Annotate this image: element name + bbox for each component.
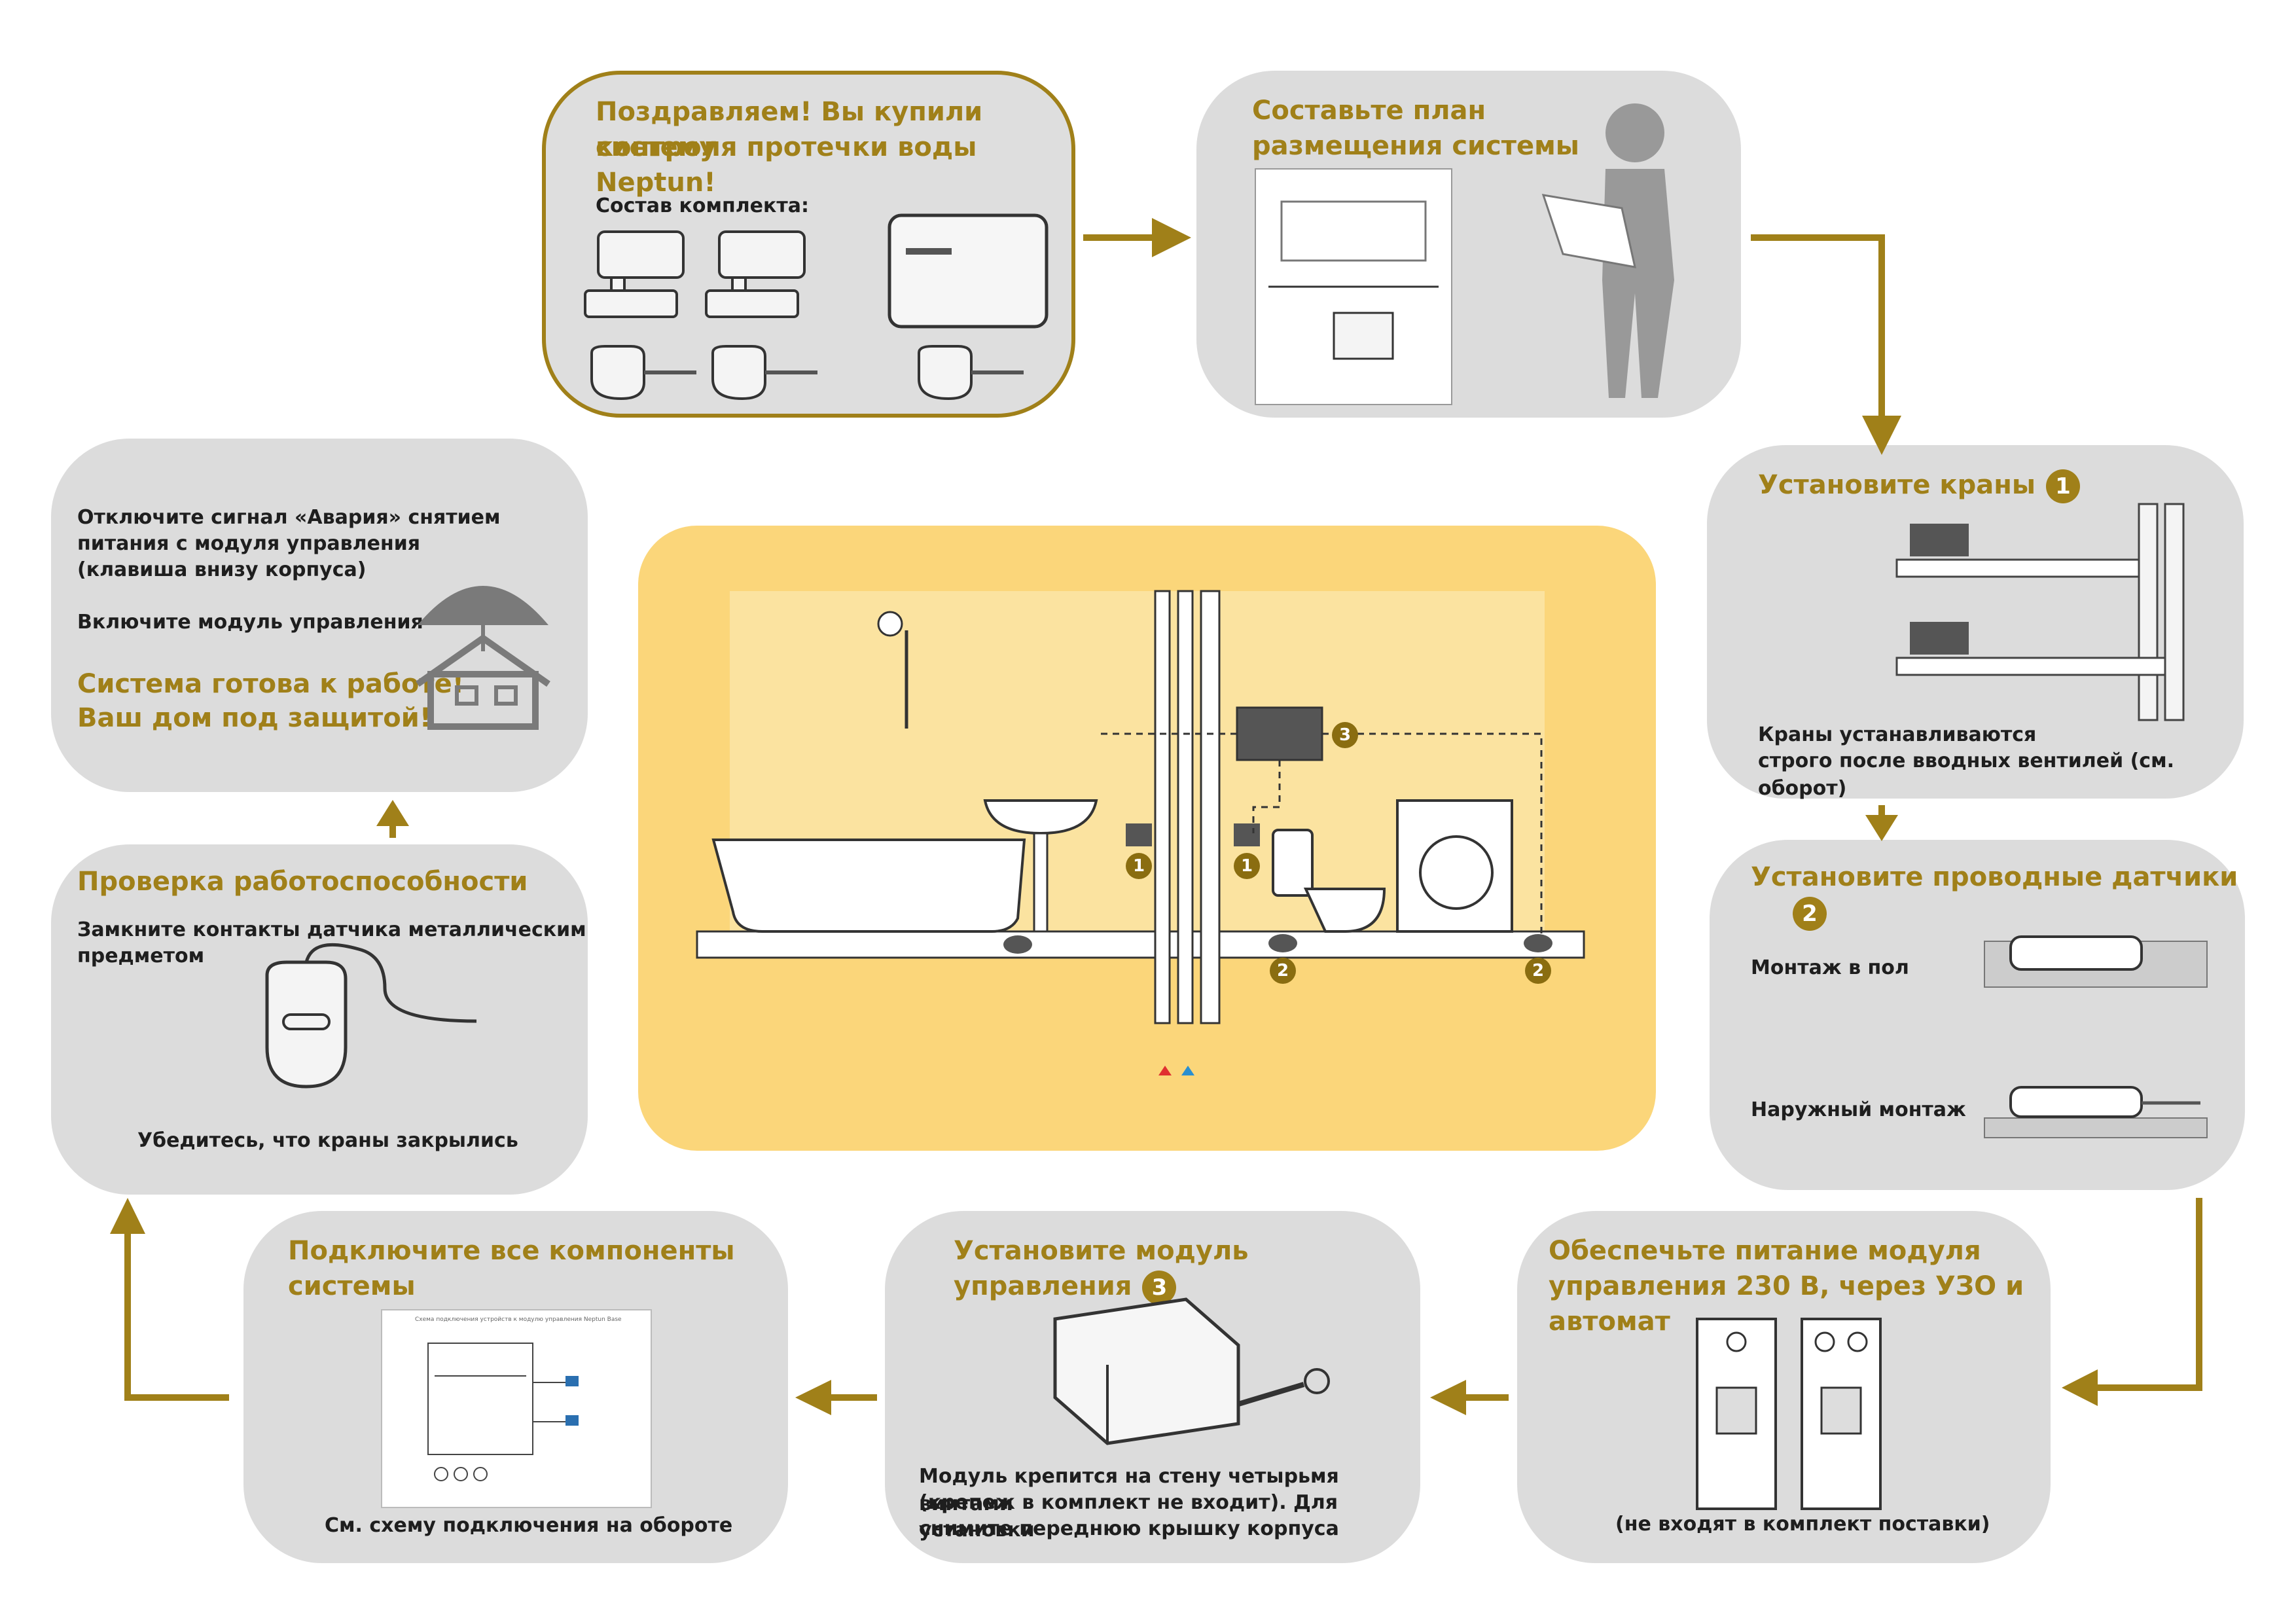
- valve-icon: [705, 230, 806, 318]
- floor-mount-sensor: [1984, 935, 2208, 988]
- power-note: (не входят в комплект поставки): [1615, 1513, 1990, 1536]
- check-text-line1: Замкните контакты датчика металлическим: [77, 918, 586, 941]
- sensors-title-text: Установите проводные датчики: [1751, 862, 2238, 892]
- step-sensors-card: Установите проводные датчики 2 Монтаж в п…: [1710, 840, 2245, 1190]
- scheme-title: Схема подключения устройств к модулю упр…: [415, 1316, 622, 1323]
- ready-text2: Включите модуль управления: [77, 611, 423, 634]
- purchase-title-line1: Поздравляем! Вы купили систему: [596, 97, 983, 162]
- step-check-card: Проверка работоспособности Замкните конт…: [51, 844, 588, 1195]
- valves-title: Установите краны 1: [1758, 467, 2081, 503]
- purchase-title-line2: контроля протечки воды Neptun!: [596, 132, 977, 198]
- ready-final-line1: Система готова к работе!: [77, 669, 464, 699]
- person-with-plan-icon: [1541, 103, 1674, 398]
- ready-text1-line3: (клавиша внизу корпуса): [77, 558, 367, 581]
- ready-final-line2: Ваш дом под защитой!: [77, 703, 432, 733]
- check-note: Убедитесь, что краны закрылись: [137, 1129, 518, 1152]
- plan-title-line2: размещения системы: [1252, 131, 1579, 161]
- sensor-icon: [711, 345, 817, 401]
- sensors-title: Установите проводные датчики 2: [1751, 859, 2245, 931]
- valve-badge-1: 1: [1126, 853, 1152, 879]
- power-title-line1: Обеспечьте питание модуля: [1549, 1236, 1981, 1266]
- circuit-breaker-icon: [1696, 1318, 1777, 1510]
- valves-step-badge: 1: [2046, 469, 2081, 503]
- valves-title-text: Установите краны: [1758, 470, 2036, 500]
- module-badge: 3: [1332, 722, 1358, 748]
- plan-drawing: [1255, 168, 1452, 405]
- module-note-line3: снимите переднюю крышку корпуса: [919, 1517, 1339, 1540]
- kit-label: Состав комплекта:: [596, 194, 810, 217]
- step-power-card: Обеспечьте питание модуля управления 230…: [1517, 1211, 2051, 1563]
- connect-title-line2: системы: [288, 1271, 416, 1301]
- surface-mount-label: Наружный монтаж: [1751, 1098, 1966, 1121]
- floor-mount-label: Монтаж в пол: [1751, 956, 1909, 979]
- surface-mount-sensor: [1984, 1086, 2208, 1138]
- control-module-icon: [1053, 1297, 1330, 1445]
- sensor-icon: [918, 345, 1024, 401]
- valves-illustration: [1895, 503, 2185, 721]
- valve-icon: [584, 230, 685, 318]
- sensor-icon: [265, 943, 477, 1089]
- control-module-icon: [888, 213, 1049, 329]
- module-step-badge: 3: [1142, 1271, 1177, 1305]
- sensors-step-badge: 2: [1793, 897, 1827, 931]
- sensor-badge-1: 2: [1270, 958, 1296, 984]
- module-note-line2: (крепеж в комплект не входит). Для устан…: [919, 1491, 1338, 1542]
- module-note-line1: Модуль крепится на стену четырьмя винтам…: [919, 1465, 1339, 1515]
- step-connect-card: Подключите все компоненты системы Схема …: [243, 1211, 788, 1563]
- ready-text1-line1: Отключите сигнал «Авария» снятием: [77, 506, 501, 529]
- connect-title-line1: Подключите все компоненты: [288, 1236, 735, 1266]
- ready-text1-line2: питания с модуля управления: [77, 532, 420, 555]
- check-text-line2: предметом: [77, 945, 205, 967]
- connection-scheme-thumbnail: Схема подключения устройств к модулю упр…: [381, 1309, 652, 1508]
- power-title-line2: управления 230 В, через УЗО и автомат: [1549, 1271, 2024, 1337]
- step-ready-card: Отключите сигнал «Авария» снятием питани…: [51, 439, 588, 792]
- valve-badge-2: 1: [1234, 853, 1260, 879]
- bathroom-scheme: [696, 590, 1585, 1075]
- plan-title-line1: Составьте план: [1252, 96, 1486, 126]
- check-title: Проверка работоспособности: [77, 867, 528, 897]
- valves-note-line1: Краны устанавливаются: [1758, 723, 2037, 746]
- umbrella-house-icon: [416, 586, 550, 730]
- connect-note: См. схему подключения на обороте: [325, 1514, 733, 1537]
- valves-note-line2: строго после вводных вентилей (см. оборо…: [1758, 749, 2174, 800]
- step-plan-card: Составьте план размещения системы: [1196, 71, 1741, 418]
- sensor-icon: [590, 345, 696, 401]
- sensor-badge-2: 2: [1525, 958, 1551, 984]
- bathroom-scheme-panel: 1 1 2 2 3: [638, 526, 1656, 1151]
- rcd-icon: [1801, 1318, 1882, 1510]
- module-title-text: Установите модуль управления: [954, 1236, 1249, 1301]
- step-purchase-card: Поздравляем! Вы купили систему контроля …: [542, 71, 1075, 418]
